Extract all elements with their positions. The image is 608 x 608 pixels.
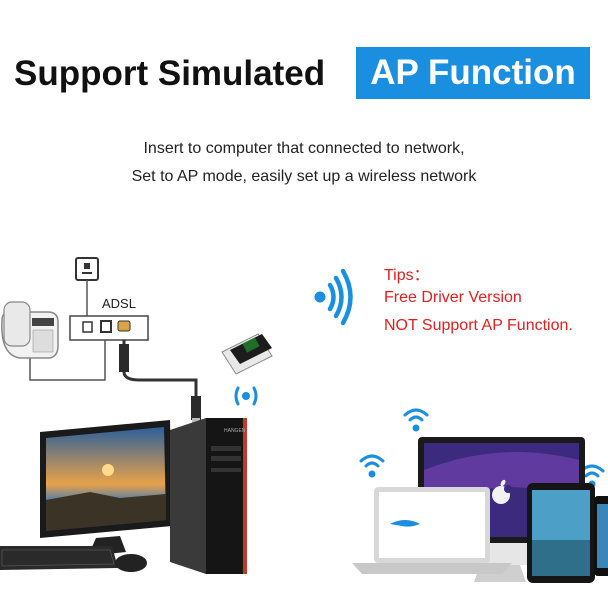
mouse bbox=[115, 554, 147, 572]
pc-tower: HANGEN bbox=[170, 418, 247, 574]
keyboard bbox=[0, 546, 118, 570]
tips-line-2: NOT Support AP Function. bbox=[384, 317, 573, 334]
device-wifi-icon bbox=[403, 408, 429, 432]
power-socket-icon bbox=[75, 257, 99, 281]
device-wifi-icon bbox=[359, 454, 385, 478]
tips-title: Tips： bbox=[384, 267, 430, 284]
adsl-label: ADSL bbox=[102, 296, 136, 311]
usb-wifi-adapter-icon bbox=[221, 333, 273, 375]
wifi-signal-icon bbox=[314, 268, 353, 326]
telephone-icon bbox=[1, 301, 59, 359]
desktop-monitor bbox=[40, 420, 172, 556]
subtitle-line-2: Set to AP mode, easily set up a wireless… bbox=[131, 168, 477, 185]
smartphone bbox=[594, 496, 608, 576]
apple-logo-icon bbox=[492, 479, 512, 504]
adapter-signal-icon bbox=[234, 386, 258, 406]
tips-line-1: Free Driver Version bbox=[384, 289, 522, 306]
headline-highlight: AP Function bbox=[356, 47, 590, 99]
laptop bbox=[352, 487, 512, 574]
adsl-modem bbox=[69, 315, 149, 341]
tablet bbox=[527, 483, 595, 583]
subtitle-line-1: Insert to computer that connected to net… bbox=[143, 140, 465, 157]
pc-brand: HANGEN bbox=[224, 428, 246, 434]
headline-text: Support Simulated bbox=[14, 54, 326, 93]
